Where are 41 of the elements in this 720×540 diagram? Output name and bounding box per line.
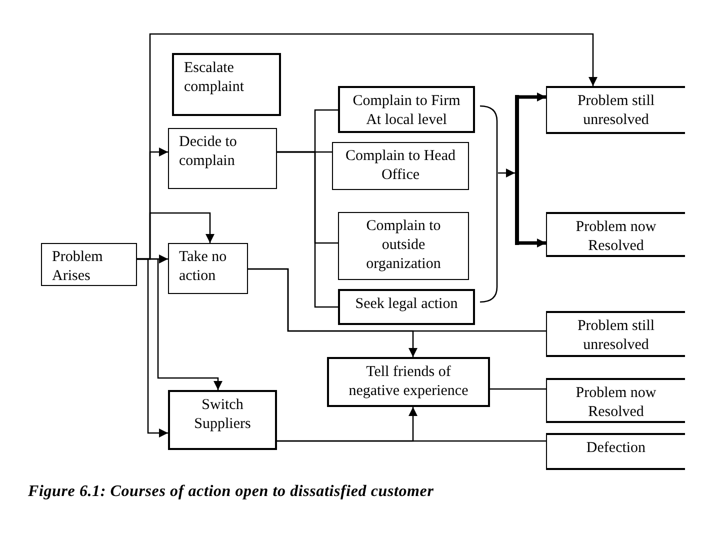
box-label: Defection [586,439,646,458]
box-label: Take no action [179,248,228,286]
box-label: Problem still unresolved [576,317,656,355]
box-label: Problem now Resolved [574,384,658,422]
process-box [332,142,469,190]
box-label: Problem still unresolved [576,92,656,130]
box-label: Complain to Firm At local level [352,92,462,130]
arrow [519,238,546,248]
process-box [327,357,490,407]
process-box [338,289,475,325]
process-box [546,86,685,134]
curly-brace [480,105,498,303]
process-box [41,243,137,286]
process-box [172,53,281,116]
box-label: Seek legal action [355,295,458,314]
process-box [168,390,277,450]
arrow [137,33,598,260]
box-label: Escalate complaint [184,59,245,97]
arrow [248,268,418,357]
box-label: Problem Arises [52,248,104,286]
box-label: Complain to Head Office [344,147,456,185]
connector-line [490,388,546,390]
box-label: Problem now Resolved [574,218,658,256]
arrow [277,407,418,442]
box-label: Switch Suppliers [193,396,252,434]
process-box [168,243,248,294]
process-box [546,378,685,423]
arrow [498,168,515,178]
process-box [338,86,475,133]
connector-line [277,151,338,308]
box-label: Decide to complain [179,133,238,171]
process-box [546,311,685,357]
bus-bar [515,95,519,245]
process-box [168,128,277,189]
arrow [519,92,546,102]
box-label: Tell friends of negative experience [348,363,470,401]
process-box [546,212,685,257]
figure-caption: Figure 6.1: Courses of action open to dissatisfied customer [28,482,434,501]
box-label: Complain to outside organization [365,217,442,274]
process-box [546,433,685,470]
process-box [338,212,469,280]
